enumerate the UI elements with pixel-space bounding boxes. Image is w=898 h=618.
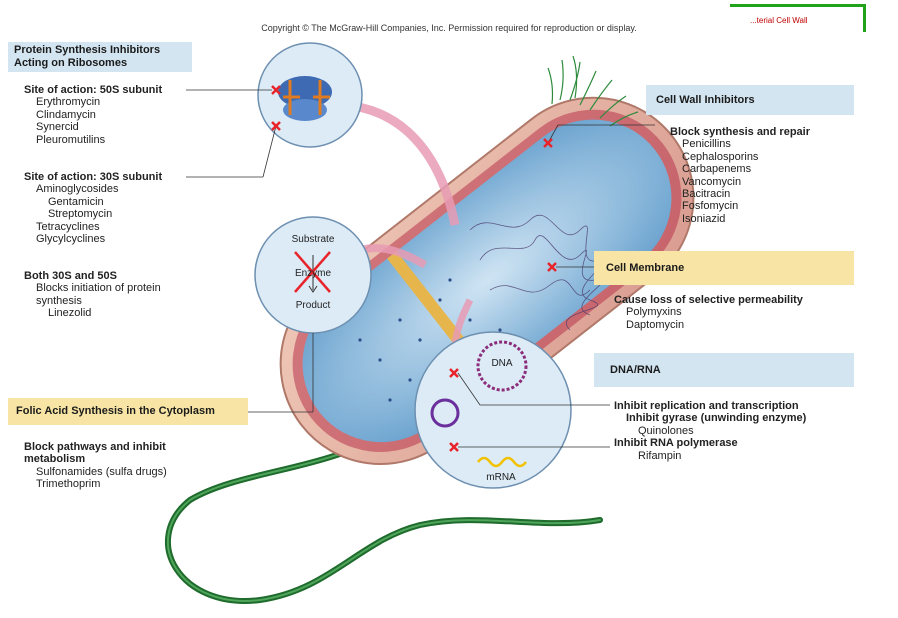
folic-acid-block: Block pathways and inhibit metabolism Su…	[24, 441, 167, 491]
drug-isoniazid: Isoniazid	[670, 213, 810, 225]
both-subunits-block: Both 30S and 50S Blocks initiation of pr…	[24, 270, 161, 320]
drug-cephalosporins: Cephalosporins	[670, 151, 810, 163]
dna-rna-title: DNA/RNA	[610, 364, 661, 376]
folic-acid-desc-2: metabolism	[24, 453, 167, 465]
drug-bacitracin: Bacitracin	[670, 188, 810, 200]
dna-rna-header: DNA/RNA	[594, 353, 854, 387]
drug-carbapenems: Carbapenems	[670, 163, 810, 175]
drug-polymyxins: Polymyxins	[614, 306, 803, 318]
drug-vancomycin: Vancomycin	[670, 176, 810, 188]
both-desc-1: Blocks initiation of protein	[24, 282, 161, 294]
mrna-label: mRNA	[476, 472, 526, 483]
both-desc-2: synthesis	[24, 295, 161, 307]
cell-membrane-header: Cell Membrane	[594, 251, 854, 285]
cell-wall-block: Block synthesis and repair Penicillins C…	[670, 126, 810, 225]
protein-synthesis-title-2: Acting on Ribosomes	[14, 57, 186, 70]
dna-rna-desc-1: Inhibit replication and transcription	[614, 400, 806, 412]
site-30s-heading: Site of action: 30S subunit	[24, 171, 162, 183]
cell-wall-header: Cell Wall Inhibitors	[646, 85, 854, 115]
dna-rna-desc-3: Inhibit RNA polymerase	[614, 437, 806, 449]
cell-membrane-block: Cause loss of selective permeability Pol…	[614, 294, 803, 331]
dna-label: DNA	[482, 358, 522, 369]
drug-quinolones: Quinolones	[614, 425, 806, 437]
site-30s-block: Site of action: 30S subunit Aminoglycosi…	[24, 171, 162, 245]
substrate-label: Substrate	[273, 234, 353, 245]
drug-daptomycin: Daptomycin	[614, 319, 803, 331]
corner-tag-label: ...terial Cell Wall	[750, 16, 808, 25]
drug-tetracyclines: Tetracyclines	[24, 221, 162, 233]
drug-synercid: Synercid	[24, 121, 162, 133]
corner-tag: ...terial Cell Wall	[730, 4, 866, 32]
ribosome-icon	[278, 76, 332, 121]
cell-wall-desc: Block synthesis and repair	[670, 126, 810, 138]
site-50s-block: Site of action: 50S subunit Erythromycin…	[24, 84, 162, 146]
dna-rna-desc-2: Inhibit gyrase (unwinding enzyme)	[614, 412, 806, 424]
drug-erythromycin: Erythromycin	[24, 96, 162, 108]
drug-pleuromutilins: Pleuromutilins	[24, 134, 162, 146]
cell-wall-title: Cell Wall Inhibitors	[656, 94, 755, 106]
drug-fosfomycin: Fosfomycin	[670, 200, 810, 212]
folic-acid-title: Folic Acid Synthesis in the Cytoplasm	[16, 405, 215, 417]
product-label: Product	[273, 300, 353, 311]
both-subunits-heading: Both 30S and 50S	[24, 270, 161, 282]
dna-rna-block: Inhibit replication and transcription In…	[614, 400, 806, 462]
drug-clindamycin: Clindamycin	[24, 109, 162, 121]
site-50s-heading: Site of action: 50S subunit	[24, 84, 162, 96]
folic-acid-desc-1: Block pathways and inhibit	[24, 441, 167, 453]
drug-streptomycin: Streptomycin	[24, 208, 162, 220]
drug-sulfonamides: Sulfonamides (sulfa drugs)	[24, 466, 167, 478]
cell-membrane-title: Cell Membrane	[606, 262, 684, 274]
cell-membrane-desc: Cause loss of selective permeability	[614, 294, 803, 306]
drug-penicillins: Penicillins	[670, 138, 810, 150]
folic-acid-header: Folic Acid Synthesis in the Cytoplasm	[8, 398, 248, 425]
drug-glycylcyclines: Glycylcyclines	[24, 233, 162, 245]
drug-rifampin: Rifampin	[614, 450, 806, 462]
enzyme-label: Enzyme	[273, 268, 353, 279]
protein-synthesis-header: Protein Synthesis Inhibitors Acting on R…	[8, 42, 192, 72]
drug-aminoglycosides: Aminoglycosides	[24, 183, 162, 195]
protein-synthesis-title-1: Protein Synthesis Inhibitors	[14, 44, 186, 57]
drug-linezolid: Linezolid	[24, 307, 161, 319]
drug-trimethoprim: Trimethoprim	[24, 478, 167, 490]
drug-gentamicin: Gentamicin	[24, 196, 162, 208]
